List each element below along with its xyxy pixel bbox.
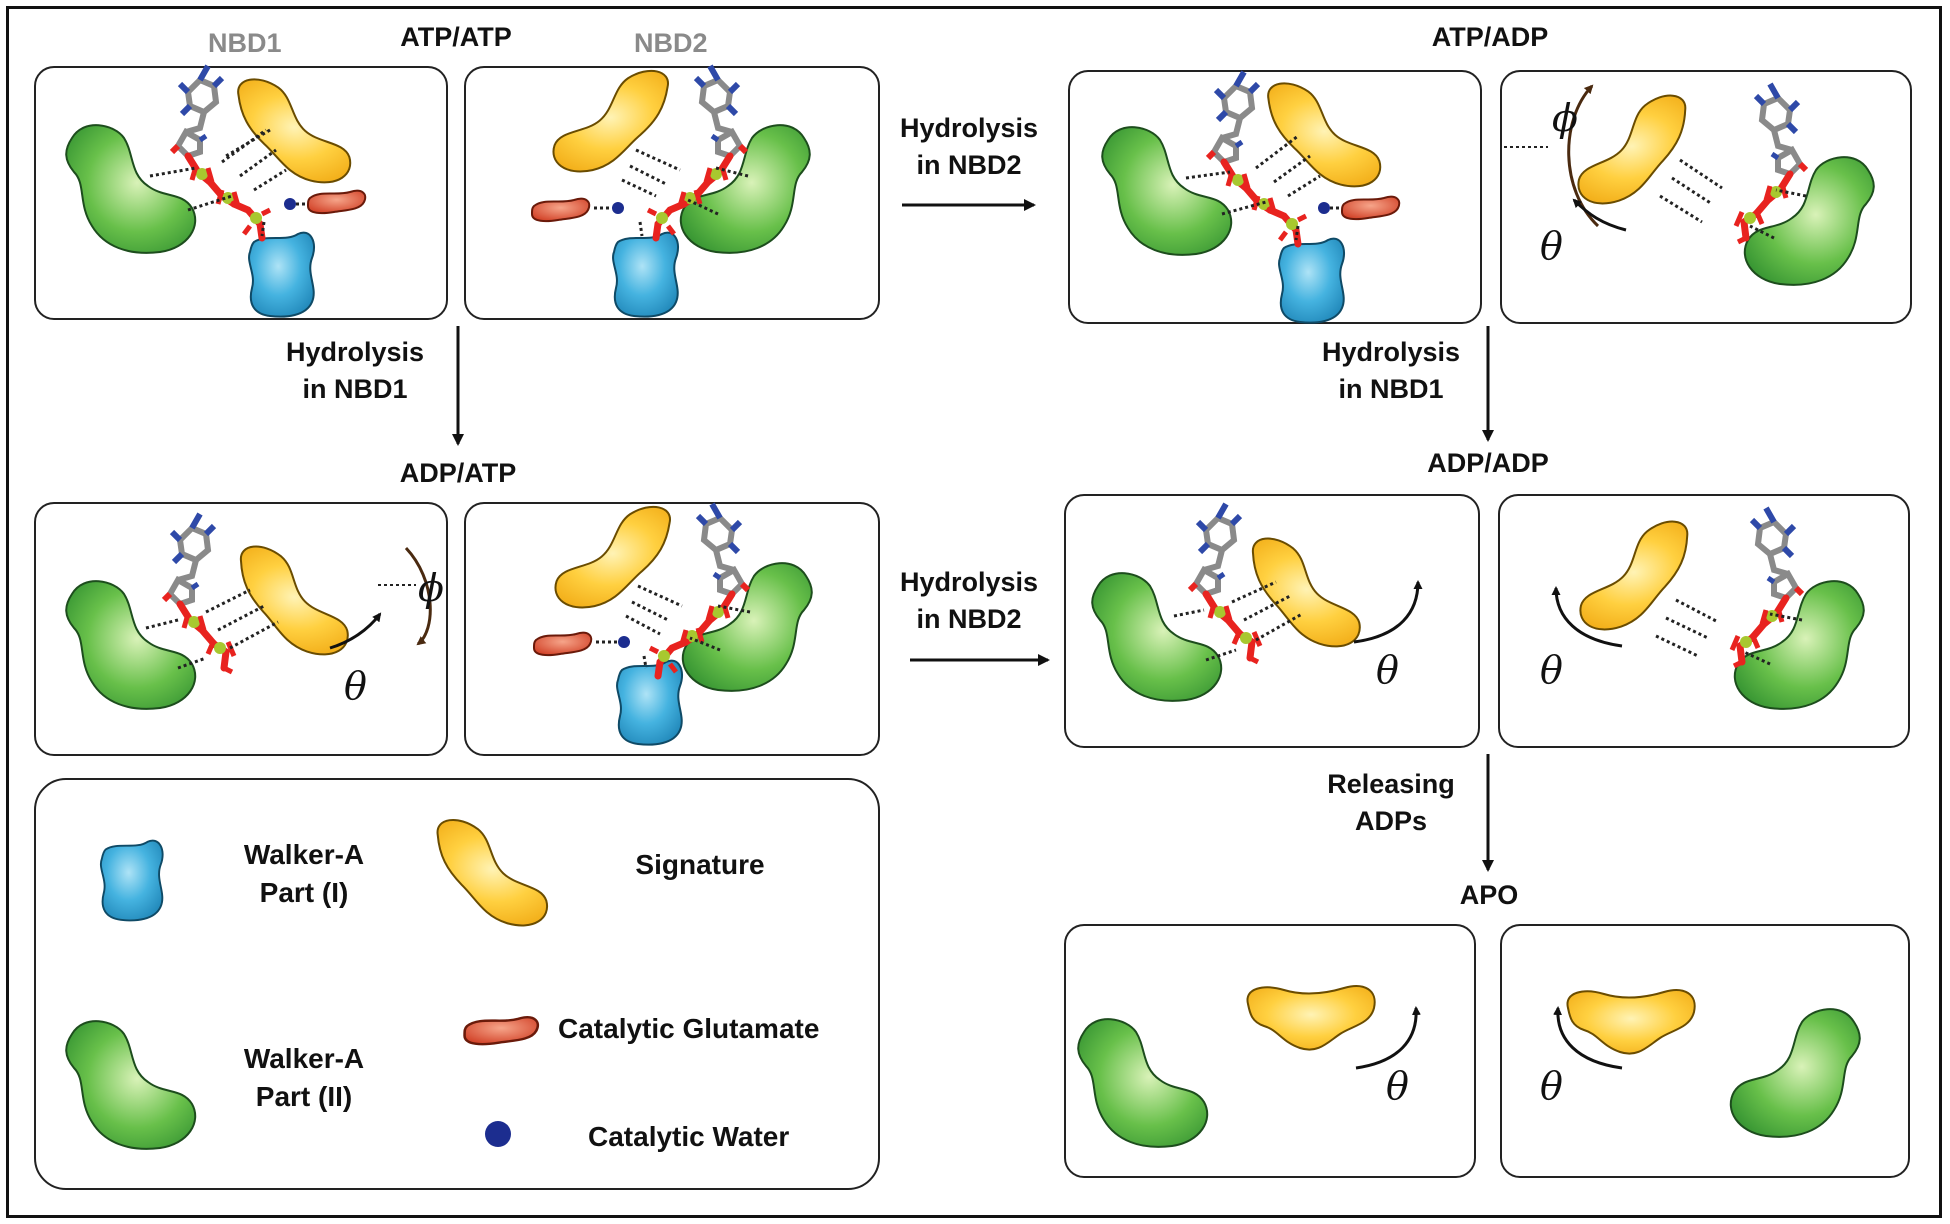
adp-atp-nbd2-glutamate bbox=[533, 631, 593, 657]
adp-atp-nbd1-hbonds bbox=[145, 588, 279, 670]
adp-atp-nbd2-water bbox=[618, 636, 630, 648]
phi-label-atp-adp: ϕ bbox=[1552, 96, 1578, 140]
panel-adp-adp-nbd1 bbox=[1064, 494, 1480, 748]
state-label-atp-atp: ATP/ATP bbox=[400, 22, 512, 52]
figure-frame bbox=[6, 6, 1942, 1218]
panel-adp-atp-nbd1 bbox=[34, 502, 448, 756]
atp-adp-nbd1-walker-a-ii bbox=[1101, 126, 1233, 256]
theta-label-atp-adp: θ bbox=[1540, 224, 1563, 268]
adp-atp-nbd1-adp bbox=[164, 514, 234, 672]
atp-atp-nbd1-water bbox=[284, 198, 296, 210]
atp-adp-nbd1-signature bbox=[1253, 79, 1394, 193]
atp-adp-nbd1-glutamate bbox=[1341, 195, 1401, 221]
adp-atp-nbd1-theta-arc bbox=[329, 612, 382, 650]
atp-atp-nbd2-hbonds bbox=[594, 148, 749, 237]
atp-adp-nbd1-walker-a-i bbox=[1278, 237, 1346, 324]
phi-label-adp-atp: ϕ bbox=[418, 566, 444, 610]
legend-water-label: Catalytic Water bbox=[588, 1121, 790, 1152]
apo-nbd2-walker-a-ii bbox=[1729, 1008, 1861, 1138]
theta-label-adp-atp: θ bbox=[344, 664, 367, 708]
domain-label-nbd1: NBD1 bbox=[208, 28, 282, 58]
theta-label-adp-adp-nbd1: θ bbox=[1376, 648, 1399, 692]
atp-atp-nbd2-water bbox=[612, 202, 624, 214]
adp-adp-nbd2-hbonds bbox=[1655, 598, 1803, 666]
domain-label-nbd2: NBD2 bbox=[634, 28, 708, 58]
adp-adp-nbd2-signature bbox=[1563, 516, 1707, 637]
state-label-adp-atp: ADP/ATP bbox=[399, 458, 517, 488]
adp-adp-nbd1-theta-arc bbox=[1353, 580, 1423, 644]
legend-water-swatch bbox=[485, 1121, 511, 1147]
atp-adp-nbd2-hbonds bbox=[1659, 158, 1807, 240]
atp-atp-nbd1-hbonds bbox=[149, 128, 306, 237]
adp-atp-nbd2-walker-a-i bbox=[616, 659, 684, 746]
legend-walker-a-i-swatch bbox=[99, 839, 164, 922]
state-label-apo: APO bbox=[1459, 880, 1519, 910]
atp-atp-nbd1-glutamate bbox=[307, 189, 367, 215]
apo-nbd1-walker-a-ii bbox=[1077, 1018, 1209, 1148]
theta-label-apo-nbd1: θ bbox=[1386, 1064, 1409, 1108]
theta-label-adp-adp-nbd2: θ bbox=[1540, 648, 1563, 692]
legend-walker-a-ii-swatch bbox=[65, 1020, 197, 1150]
atp-adp-nbd2-theta-arc bbox=[1572, 198, 1627, 232]
atp-atp-nbd1-walker-a-i bbox=[248, 231, 316, 318]
adp-atp-nbd1-phi-arc bbox=[404, 546, 432, 646]
adp-atp-nbd2-hbonds bbox=[596, 584, 751, 669]
state-label-atp-adp: ATP/ADP bbox=[1431, 22, 1549, 52]
apo-nbd1-signature bbox=[1246, 985, 1376, 1051]
adp-adp-nbd1-adp bbox=[1190, 504, 1260, 662]
adp-adp-nbd2-theta-arc bbox=[1551, 586, 1623, 648]
legend-glutamate-label: Catalytic Glutamate bbox=[558, 1013, 820, 1044]
adp-adp-nbd1-hbonds bbox=[1173, 580, 1303, 662]
atp-atp-nbd2-glutamate bbox=[531, 197, 591, 223]
apo-nbd2-signature bbox=[1566, 989, 1696, 1055]
atp-adp-nbd1-water bbox=[1318, 202, 1330, 214]
state-label-adp-adp: ADP/ADP bbox=[1427, 448, 1549, 478]
apo-nbd2-theta-arc bbox=[1553, 1006, 1623, 1070]
theta-label-apo-nbd2: θ bbox=[1540, 1064, 1563, 1108]
legend-signature-label: Signature bbox=[635, 849, 765, 880]
atp-atp-nbd2-walker-a-i bbox=[612, 231, 680, 318]
legend-signature-swatch bbox=[420, 815, 563, 932]
atp-adp-nbd2-walker-a-ii bbox=[1743, 156, 1875, 286]
atp-adp-nbd1-hbonds bbox=[1185, 134, 1340, 241]
apo-nbd1-theta-arc bbox=[1355, 1006, 1421, 1070]
atp-adp-nbd2-signature bbox=[1561, 90, 1705, 211]
legend-glutamate-swatch bbox=[463, 1015, 540, 1046]
